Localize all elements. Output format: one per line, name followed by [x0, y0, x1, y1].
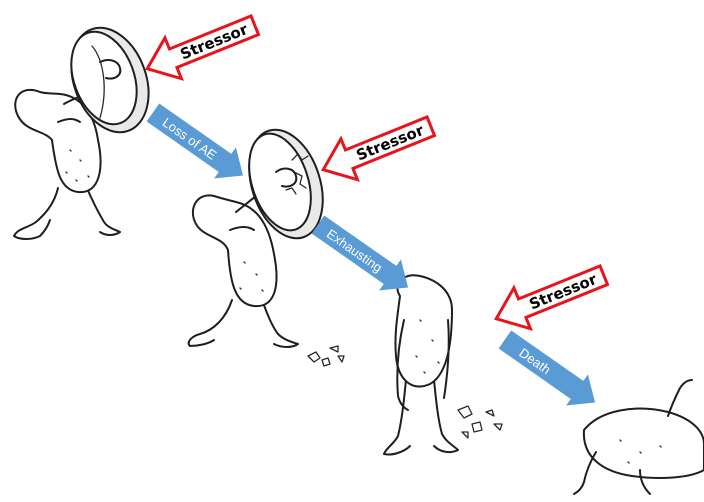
- stage-arrow-death: Death: [498, 330, 596, 406]
- stage-label-exhausting: Exhausting: [324, 226, 385, 275]
- stage-label-loss-of-ae: Loss of AE: [160, 115, 220, 163]
- stressor-arrow-3: Stressor: [493, 264, 610, 331]
- stressor-arrow-1: Stressor: [144, 14, 261, 81]
- stage-arrow-loss-of-ae: Loss of AE: [146, 103, 244, 179]
- figure-3-bean-exhausted: [383, 274, 503, 456]
- figure-2-bean-cracked-shield: [187, 128, 345, 367]
- figure-1-bean-with-shield: [13, 26, 150, 240]
- stressor-arrow-2: Stressor: [320, 115, 437, 182]
- figure-4-bean-fallen: [573, 379, 704, 495]
